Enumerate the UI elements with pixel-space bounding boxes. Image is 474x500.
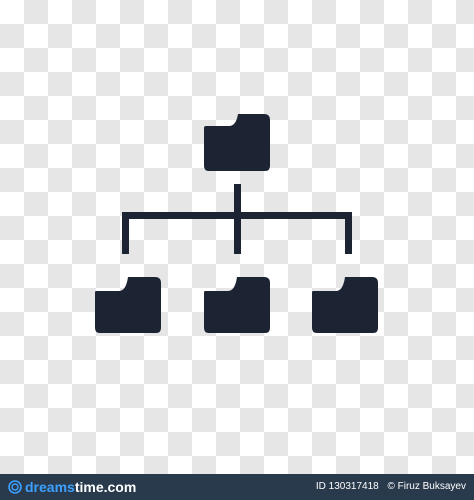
connector-horizontal-bar xyxy=(122,212,352,219)
child-folder-left-icon xyxy=(95,277,161,333)
connector-right-drop xyxy=(345,212,352,254)
image-id: ID 130317418 xyxy=(315,481,379,492)
child-folder-center-icon xyxy=(204,277,270,333)
brand-logo: dreamstime.com xyxy=(8,479,136,495)
footer-bar: dreamstime.com ID 130317418 © Firuz Buks… xyxy=(0,474,474,500)
brand-name-part2: time.com xyxy=(74,479,137,495)
folder-hierarchy-icon xyxy=(95,114,378,333)
brand-name-part1: dreams xyxy=(25,479,75,495)
parent-folder-icon xyxy=(204,114,270,171)
swirl-logo-icon xyxy=(8,480,22,494)
child-folder-right-icon xyxy=(312,277,378,333)
image-author: © Firuz Buksayev xyxy=(387,481,466,492)
connector-left-drop xyxy=(122,212,129,254)
image-credit: ID 130317418 © Firuz Buksayev xyxy=(316,481,466,493)
